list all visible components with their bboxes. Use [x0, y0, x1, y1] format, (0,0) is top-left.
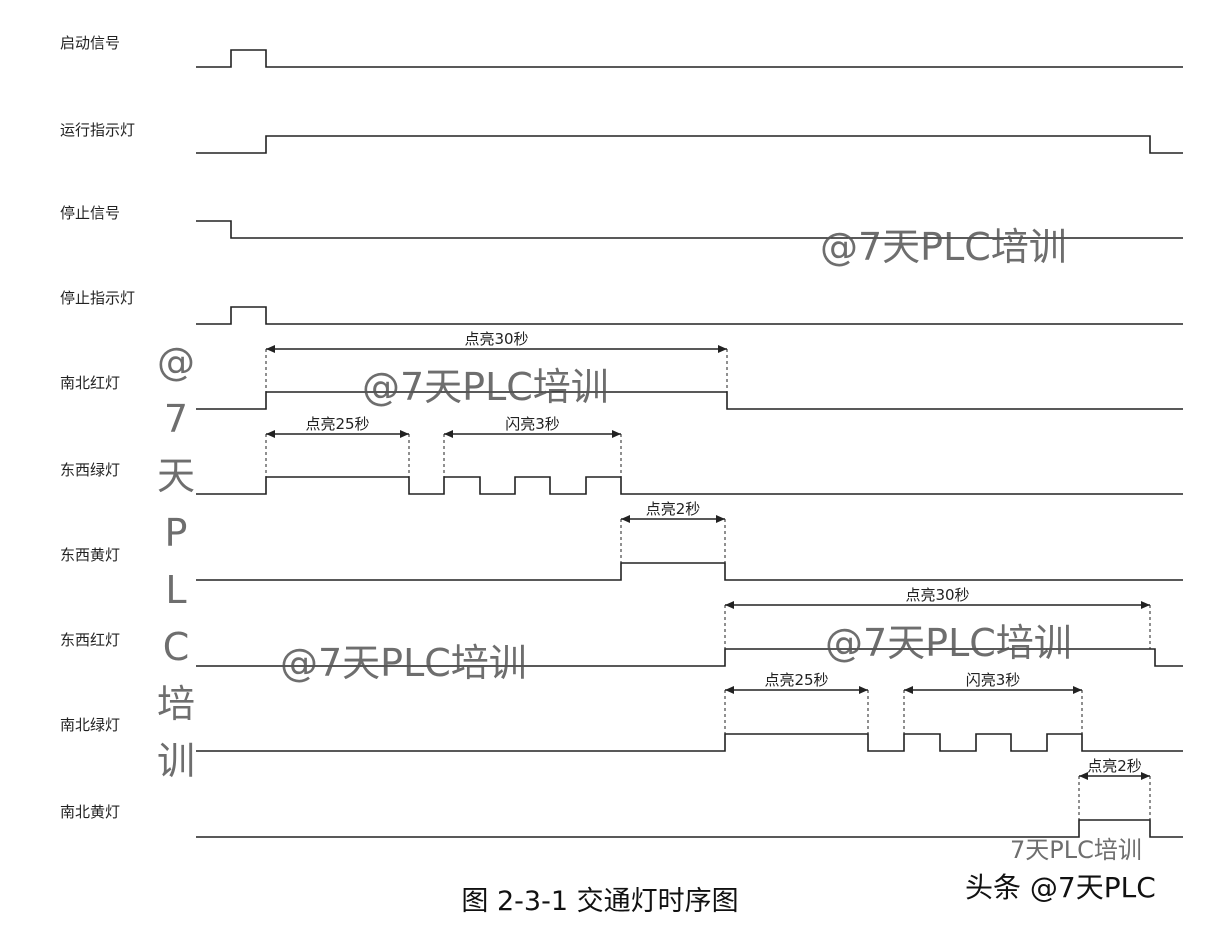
vertical-watermark-char: L	[165, 568, 186, 612]
annotation-label: 点亮2秒	[646, 500, 701, 518]
signal-waveform	[196, 476, 1183, 495]
signal-waveform	[196, 648, 1183, 667]
duration-annotation: 点亮25秒	[265, 415, 410, 477]
footer-watermark-ghost: 7天PLC培训	[1010, 836, 1142, 864]
annotation-label: 点亮25秒	[764, 671, 828, 689]
signal-label: 东西红灯	[60, 631, 120, 649]
signal-waveform	[196, 220, 1183, 239]
signal-waveform	[196, 391, 1183, 410]
signal-label: 东西黄灯	[60, 546, 120, 564]
annotation-label: 点亮25秒	[305, 415, 369, 433]
signal-waveform	[196, 306, 1183, 325]
duration-annotation: 闪亮3秒	[903, 671, 1083, 734]
annotation-label: 闪亮3秒	[966, 671, 1021, 689]
signal-waveform	[196, 819, 1183, 838]
annotation-label: 点亮2秒	[1087, 757, 1142, 775]
figure-caption: 图 2-3-1 交通灯时序图	[461, 886, 738, 917]
signal-label: 停止信号	[60, 204, 120, 222]
footer-watermark: 头条 @7天PLC	[965, 871, 1156, 904]
signal-label: 运行指示灯	[60, 121, 135, 139]
duration-annotation: 点亮30秒	[265, 330, 728, 392]
annotation-label: 点亮30秒	[464, 330, 528, 348]
signal-label: 南北绿灯	[60, 716, 120, 734]
signal-label: 南北黄灯	[60, 803, 120, 821]
signal-waveform	[196, 562, 1183, 581]
vertical-watermark-char: C	[163, 625, 190, 669]
vertical-watermark-char: 7	[164, 397, 188, 441]
duration-annotation: 点亮2秒	[620, 500, 726, 563]
duration-annotation: 点亮2秒	[1078, 757, 1151, 820]
annotation-label: 点亮30秒	[905, 586, 969, 604]
duration-annotation: 点亮25秒	[724, 671, 869, 734]
watermark-2: @7天PLC培训	[362, 365, 609, 409]
signal-waveform	[196, 49, 1183, 68]
signal-waveform	[196, 733, 1183, 752]
watermark-3: @7天PLC培训	[280, 641, 527, 685]
signal-label: 停止指示灯	[60, 289, 135, 307]
vertical-watermark-char: P	[165, 511, 188, 555]
signal-label: 南北红灯	[60, 374, 120, 392]
duration-annotation: 闪亮3秒	[443, 415, 622, 477]
vertical-watermark-char: 训	[157, 739, 195, 783]
vertical-watermark-char: 天	[157, 454, 195, 498]
watermark-1: @7天PLC培训	[820, 225, 1067, 269]
annotation-label: 闪亮3秒	[505, 415, 560, 433]
signal-label: 东西绿灯	[60, 461, 120, 479]
vertical-watermark-char: 培	[157, 682, 195, 726]
duration-annotation: 点亮30秒	[724, 586, 1151, 649]
signal-label: 启动信号	[60, 34, 120, 52]
watermark-4: @7天PLC培训	[825, 621, 1072, 665]
signal-waveform	[196, 135, 1183, 154]
vertical-watermark-char: @	[157, 340, 195, 384]
